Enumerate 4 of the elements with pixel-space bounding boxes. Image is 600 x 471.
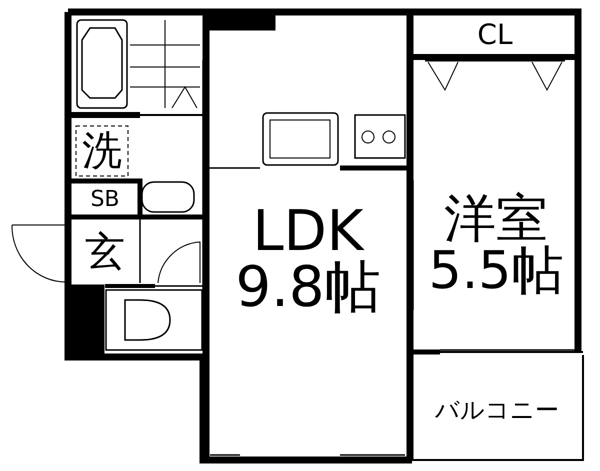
room-label: 洋室 [444,193,548,245]
room-label: 洗 [82,131,122,171]
room-label: 玄 [85,232,125,272]
room-label: バルコニー [435,398,559,422]
